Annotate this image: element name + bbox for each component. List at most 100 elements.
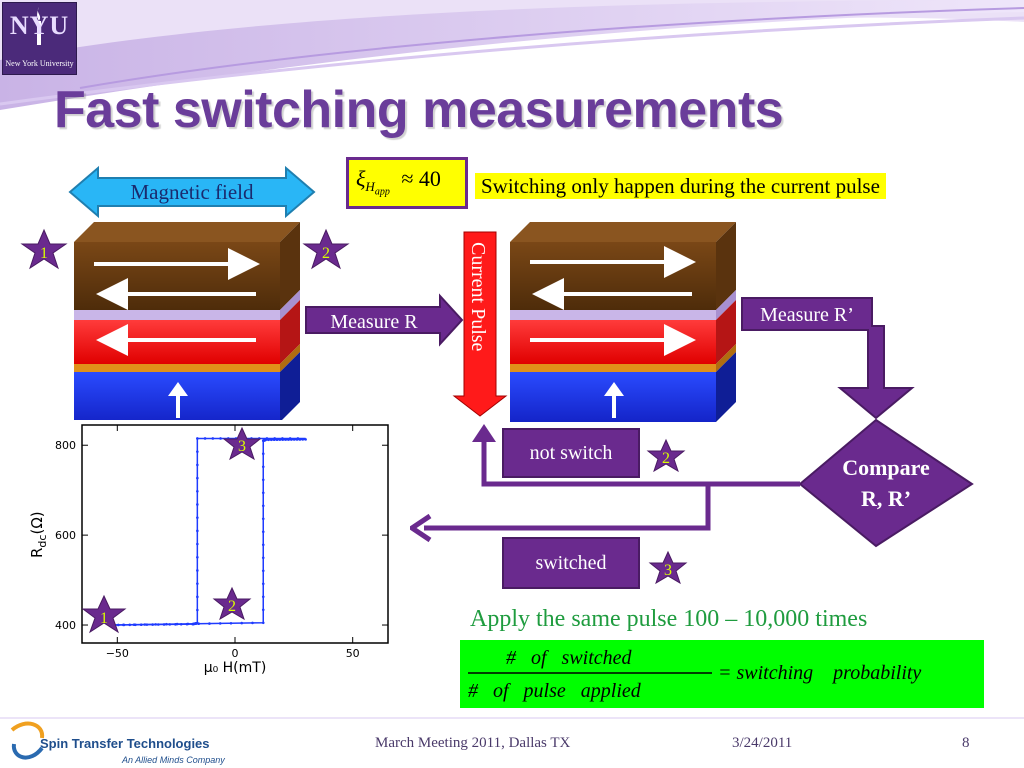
xi-symbol: ξ [356,166,366,191]
probability-formula-box: # of switched # of pulse applied = switc… [460,640,984,708]
data-point [165,622,168,626]
apply-text: Apply the same pulse 100 – 10,000 times [470,606,868,632]
data-point [196,608,199,612]
data-point [208,622,211,625]
svg-text:1: 1 [100,610,108,627]
data-point [261,452,265,456]
data-point [261,439,265,443]
not-switch-box: not switch [502,428,640,478]
page-number: 8 [962,735,970,751]
data-point [295,438,299,441]
nyu-logo: NYU New York University [2,2,77,75]
data-point [261,543,265,547]
data-point [261,608,265,612]
data-point [218,622,222,625]
x-tick-label: 0 [232,647,239,660]
xi-value: ≈ 40 [401,166,441,191]
formula-denominator: # of pulse applied [468,680,642,702]
measure-r-prime-label: Measure R’ [760,304,854,326]
svg-text:2: 2 [228,598,236,615]
data-point [292,438,296,441]
company-logo: Spin Transfer Technologies An Allied Min… [10,721,225,765]
mtj-stack-right [510,222,736,422]
data-point [143,623,147,626]
data-point [261,530,265,534]
data-point [304,438,307,441]
data-point [240,621,244,625]
data-point [154,623,157,626]
data-point [132,623,136,626]
data-point [219,437,222,440]
footer-meeting: March Meeting 2011, Dallas TX [375,735,571,751]
y-tick-label: 600 [55,529,76,542]
y-axis-label: Rdc(Ω) [28,511,49,558]
probability-formula: # of switched # of pulse applied = switc… [468,647,921,702]
data-point [275,438,279,442]
x-tick-label: 50 [346,647,360,660]
switching-note: Switching only happen during the current… [475,173,886,199]
data-point [261,504,265,508]
data-point [261,478,265,482]
data-point [196,450,199,453]
data-point [196,595,199,599]
compare-diamond [798,418,974,548]
svg-text:3: 3 [238,438,246,455]
company-tagline: An Allied Minds Company [121,755,225,765]
data-point [272,438,276,442]
switched-box: switched [502,537,640,589]
data-point [290,438,293,441]
data-point [196,542,199,546]
not-switch-arrowhead [472,424,496,442]
current-pulse-arrow [452,231,508,417]
xi-formula: ξHapp ≈ 40 [356,166,441,198]
x-axis-label: μ₀ H(mT) [204,660,267,676]
mtj-stack-left [74,222,300,422]
svg-text:1: 1 [40,245,48,262]
magnetic-field-label: Magnetic field [130,180,254,204]
data-point [203,437,207,440]
plot-series [111,437,307,627]
data-point [186,622,190,626]
footer-date: 3/24/2011 [732,735,793,751]
data-point [261,517,265,521]
hysteresis-plot: 800 600 400 −50 0 50 Rdc(Ω) μ₀ H(mT) 3 2… [20,420,410,682]
data-point [122,623,125,627]
measure-r-prime-arrow [741,297,915,420]
data-point [196,529,199,533]
logo-letters: NYU [9,11,70,40]
data-point [251,621,254,625]
xi-sub: H [365,179,375,195]
star-2-top: 2 [302,228,350,270]
data-point [261,582,265,586]
xi-formula-box [346,157,468,209]
compare-label-2: R, R’ [861,486,911,511]
data-point [196,516,199,519]
data-point [298,438,302,441]
star-2-flow: 2 [646,438,686,473]
y-tick-label: 800 [55,439,76,452]
data-point [196,489,199,493]
star-2-plot: 2 [212,586,252,621]
data-point [281,438,285,441]
measure-r-label: Measure R [330,311,418,333]
data-point [287,438,290,441]
formula-numerator: # of switched [506,647,633,669]
data-point [196,437,199,440]
data-point [270,438,273,442]
logo-caption: New York University [5,59,74,68]
star-3-flow: 3 [648,550,688,585]
flow-lines [424,438,800,531]
svg-text:3: 3 [664,562,672,579]
data-point [197,622,200,626]
formula-rhs: = switching probability [718,662,921,684]
svg-text:2: 2 [322,245,330,262]
data-point [229,621,233,625]
switched-arrowhead [407,513,432,543]
star-3-plot: 3 [222,426,262,461]
y-tick-label: 400 [55,619,76,632]
svg-text:2: 2 [662,450,670,467]
magnetic-field-arrow [68,165,316,219]
data-point [261,621,265,625]
data-point [261,595,265,599]
compare-label-1: Compare [842,455,930,480]
